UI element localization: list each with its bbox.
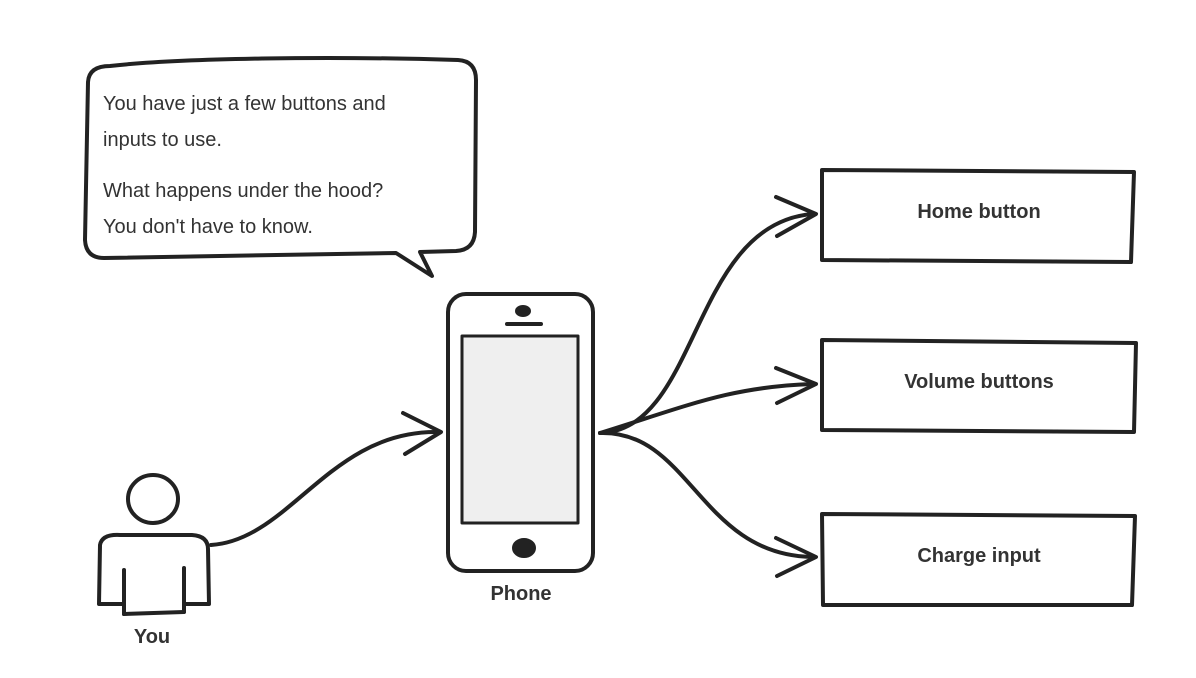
volume-buttons-box xyxy=(820,338,1138,434)
bubble-line-2: inputs to use. xyxy=(103,129,222,151)
user-icon xyxy=(97,473,211,616)
charge-input-label: Charge input xyxy=(917,545,1041,567)
home-button-box xyxy=(820,168,1136,264)
home-button-label: Home button xyxy=(917,201,1041,223)
charge-input-box xyxy=(820,512,1137,607)
bubble-line-3: What happens under the hood? xyxy=(103,180,384,202)
speech-bubble xyxy=(83,56,478,278)
arrowhead-phone-charge xyxy=(774,536,818,578)
volume-buttons-label: Volume buttons xyxy=(904,371,1054,393)
user-label: You xyxy=(133,626,171,648)
arrowhead-user-phone xyxy=(401,411,443,456)
bubble-line-1: You have just a few buttons and xyxy=(103,93,386,115)
connector-phone-volume xyxy=(598,382,814,435)
phone-label: Phone xyxy=(490,583,552,605)
arrowhead-phone-volume xyxy=(774,366,818,405)
arrowhead-phone-home xyxy=(774,195,818,238)
bubble-line-4: You don't have to know. xyxy=(103,216,313,238)
phone-icon xyxy=(446,292,595,573)
connector-phone-charge xyxy=(598,430,814,559)
connector-user-phone xyxy=(209,429,440,547)
